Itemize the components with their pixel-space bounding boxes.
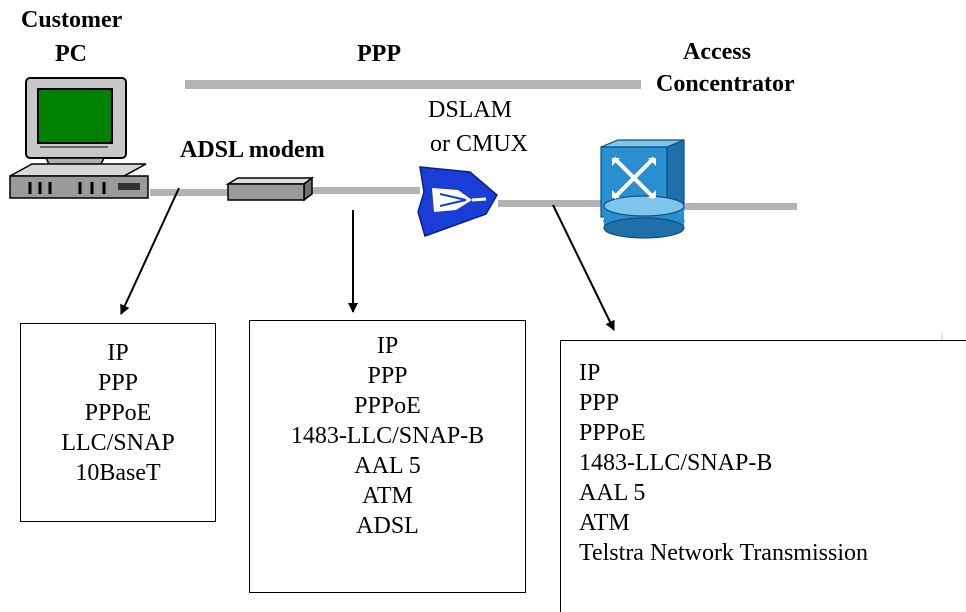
uplink bbox=[685, 203, 797, 210]
concentrator-label: Concentrator bbox=[656, 71, 795, 97]
router-icon bbox=[600, 139, 685, 239]
stack-item: AAL 5 bbox=[579, 480, 646, 506]
cmux-label: or CMUX bbox=[430, 131, 529, 157]
modem-label: ADSL modem bbox=[180, 137, 325, 163]
adsl-modem-icon bbox=[225, 176, 315, 202]
stack-item: 1483-LLC/SNAP-B bbox=[579, 450, 773, 476]
computer-icon bbox=[9, 77, 149, 199]
stack-item: IP bbox=[376, 333, 399, 359]
atm-link bbox=[498, 200, 612, 207]
stack-item: Telstra Network Transmission bbox=[579, 540, 868, 566]
dslam-icon bbox=[417, 166, 498, 237]
ppp-label: PPP bbox=[357, 41, 401, 67]
access-label: Access bbox=[683, 39, 751, 65]
stack-item: PPPoE bbox=[579, 420, 646, 446]
stack-item: 1483-LLC/SNAP-B bbox=[290, 423, 485, 449]
pc-protocol-stack: IP PPP PPPoE LLC/SNAP 10BaseT bbox=[20, 323, 216, 522]
stack-item: IP bbox=[579, 360, 601, 386]
stack-item: PPPoE bbox=[354, 393, 421, 419]
stack-item: ATM bbox=[579, 510, 630, 536]
ethernet-link bbox=[150, 189, 228, 196]
stack-item: IP bbox=[107, 340, 129, 366]
arrow-pc-stack bbox=[120, 187, 180, 315]
pc-label: PC bbox=[55, 41, 87, 67]
stack-item: ATM bbox=[362, 483, 413, 509]
stack-item: AAL 5 bbox=[354, 453, 421, 479]
adsl-link bbox=[312, 187, 420, 194]
stack-item: PPP bbox=[367, 363, 408, 389]
customer-label: Customer bbox=[21, 7, 123, 33]
arrow-network-stack bbox=[552, 204, 615, 331]
stack-item: PPPoE bbox=[84, 400, 152, 426]
dslam-label: DSLAM bbox=[428, 97, 513, 123]
stack-item: LLC/SNAP bbox=[61, 430, 175, 456]
network-protocol-stack: IP PPP PPPoE 1483-LLC/SNAP-B AAL 5 ATM T… bbox=[560, 340, 966, 612]
ppp-session-bar bbox=[185, 80, 641, 89]
stack-item: 10BaseT bbox=[75, 460, 161, 486]
stack-item: PPP bbox=[579, 390, 620, 416]
stack-item: PPP bbox=[97, 370, 139, 396]
modem-protocol-stack: IP PPP PPPoE 1483-LLC/SNAP-B AAL 5 ATM A… bbox=[249, 320, 526, 593]
stack-item: ADSL bbox=[356, 513, 419, 539]
